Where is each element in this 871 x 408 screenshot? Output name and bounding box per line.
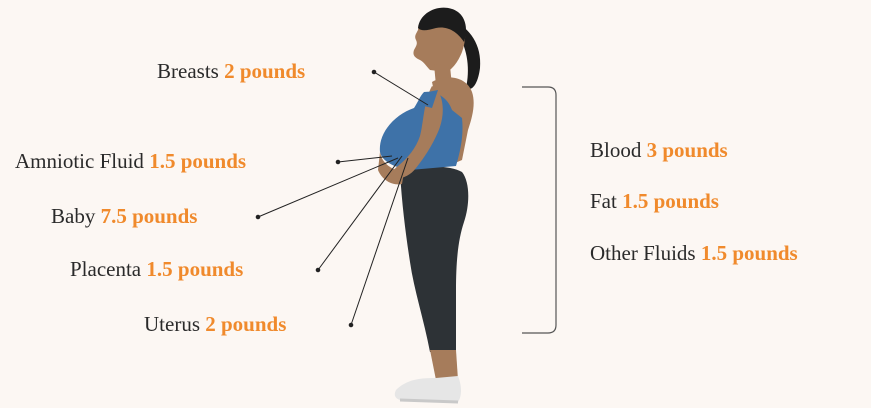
shoe xyxy=(395,376,461,402)
label-amniotic-fluid: Amniotic Fluid 1.5 pounds xyxy=(15,149,246,173)
label-name: Other Fluids xyxy=(590,241,696,265)
label-amount: 1.5 pounds xyxy=(146,257,243,281)
label-placenta: Placenta 1.5 pounds xyxy=(70,257,243,281)
pregnant-woman-illustration xyxy=(378,8,480,402)
label-name: Uterus xyxy=(144,312,200,336)
shoe-sole xyxy=(400,400,458,402)
lower-leg xyxy=(430,350,458,380)
leggings xyxy=(400,167,468,352)
label-amount: 2 pounds xyxy=(205,312,286,336)
label-name: Blood xyxy=(590,138,641,162)
label-blood: Blood 3 pounds xyxy=(590,138,728,162)
baby-leader-dot xyxy=(256,215,260,219)
label-name: Breasts xyxy=(157,59,219,83)
label-amount: 1.5 pounds xyxy=(701,241,798,265)
label-fat: Fat 1.5 pounds xyxy=(590,189,719,213)
amniotic-leader-dot xyxy=(336,160,340,164)
label-amount: 2 pounds xyxy=(224,59,305,83)
label-name: Amniotic Fluid xyxy=(15,149,144,173)
label-breasts: Breasts 2 pounds xyxy=(157,59,305,83)
label-amount: 1.5 pounds xyxy=(622,189,719,213)
uterus-leader-dot xyxy=(349,323,353,327)
label-amount: 1.5 pounds xyxy=(149,149,246,173)
grouping-bracket xyxy=(522,87,556,333)
breasts-leader xyxy=(374,72,428,105)
label-uterus: Uterus 2 pounds xyxy=(144,312,286,336)
breasts-leader-dot xyxy=(372,70,376,74)
baby-leader xyxy=(258,158,398,217)
label-name: Fat xyxy=(590,189,617,213)
uterus-leader xyxy=(351,158,408,325)
label-name: Placenta xyxy=(70,257,141,281)
label-name: Baby xyxy=(51,204,95,228)
label-amount: 7.5 pounds xyxy=(101,204,198,228)
label-other-fluids: Other Fluids 1.5 pounds xyxy=(590,241,798,265)
label-amount: 3 pounds xyxy=(647,138,728,162)
placenta-leader-dot xyxy=(316,268,320,272)
label-baby: Baby 7.5 pounds xyxy=(51,204,197,228)
